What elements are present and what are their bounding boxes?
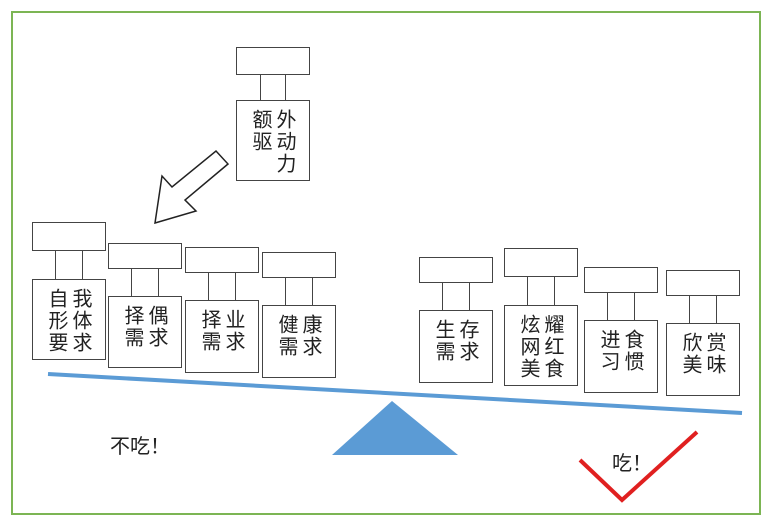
weight-neck [607, 292, 635, 321]
weight-body: 耀红食 炫网美 [504, 305, 578, 386]
weight-label-column-2: 生需 [432, 319, 456, 363]
left-caption-dont-eat: 不吃！ [110, 434, 170, 458]
weight-cap [108, 243, 182, 269]
weight-label-column-1: 偶求 [145, 305, 169, 349]
weight-label-column-2: 择需 [198, 309, 222, 353]
weight-label-column-1: 赏味 [703, 332, 727, 376]
weight-body: 我体求 自形要 [32, 279, 106, 360]
weight-cap [262, 252, 336, 278]
weight-body: 外动力 额驱 [236, 100, 310, 181]
weight-cap [584, 267, 658, 293]
right-weight-eating-habits: 食惯 进习 [584, 267, 658, 393]
weight-label-column-2: 进习 [597, 329, 621, 373]
weight-label-column-2: 欣美 [679, 332, 703, 376]
weight-body: 赏味 欣美 [666, 323, 740, 396]
weight-body: 存求 生需 [419, 310, 493, 383]
right-weight-survival: 存求 生需 [419, 257, 493, 383]
weight-cap [32, 222, 106, 251]
weight-cap [236, 47, 310, 75]
weight-neck [527, 276, 555, 306]
weight-label-column-1: 康求 [299, 314, 323, 358]
fulcrum-triangle-icon [332, 401, 458, 455]
weight-label-column-2: 额驱 [249, 109, 273, 153]
weight-body: 食惯 进习 [584, 320, 658, 393]
weight-cap [419, 257, 493, 283]
weight-neck [131, 268, 159, 297]
weight-label-column-2: 择需 [121, 305, 145, 349]
left-weight-mate-selection: 偶求 择需 [108, 243, 182, 368]
right-weight-taste-appreciation: 赏味 欣美 [666, 270, 740, 396]
weight-neck [55, 250, 83, 280]
left-weight-self-image: 我体求 自形要 [32, 222, 106, 360]
weight-label-column-1: 我体求 [69, 288, 93, 354]
weight-label-column-1: 耀红食 [541, 314, 565, 380]
right-caption-eat: 吃！ [612, 451, 652, 475]
weight-neck [260, 74, 286, 101]
arrow-down-left-icon [154, 149, 230, 225]
weight-cap [504, 248, 578, 277]
weight-cap [666, 270, 740, 296]
weight-neck [442, 282, 470, 311]
weight-label-column-2: 自形要 [45, 288, 69, 354]
weight-body: 偶求 择需 [108, 296, 182, 368]
diagram-frame [11, 11, 761, 515]
weight-neck [285, 277, 313, 306]
weight-label-column-1: 外动力 [273, 109, 297, 175]
weight-neck [689, 295, 717, 324]
weight-label-column-1: 存求 [456, 319, 480, 363]
weight-body: 康求 健需 [262, 305, 336, 378]
weight-label-column-1: 业求 [222, 309, 246, 353]
balance-beam [47, 372, 743, 415]
weight-body: 业求 择需 [185, 300, 259, 373]
weight-label-column-1: 食惯 [621, 329, 645, 373]
weight-label-column-2: 炫网美 [517, 314, 541, 380]
weight-label-column-2: 健需 [275, 314, 299, 358]
weight-neck [208, 272, 236, 301]
check-mark-icon [578, 430, 699, 503]
left-weight-career-selection: 业求 择需 [185, 247, 259, 373]
weight-cap [185, 247, 259, 273]
left-weight-health: 康求 健需 [262, 252, 336, 378]
external-force-weight: 外动力 额驱 [236, 47, 310, 181]
right-weight-show-off-food: 耀红食 炫网美 [504, 248, 578, 386]
